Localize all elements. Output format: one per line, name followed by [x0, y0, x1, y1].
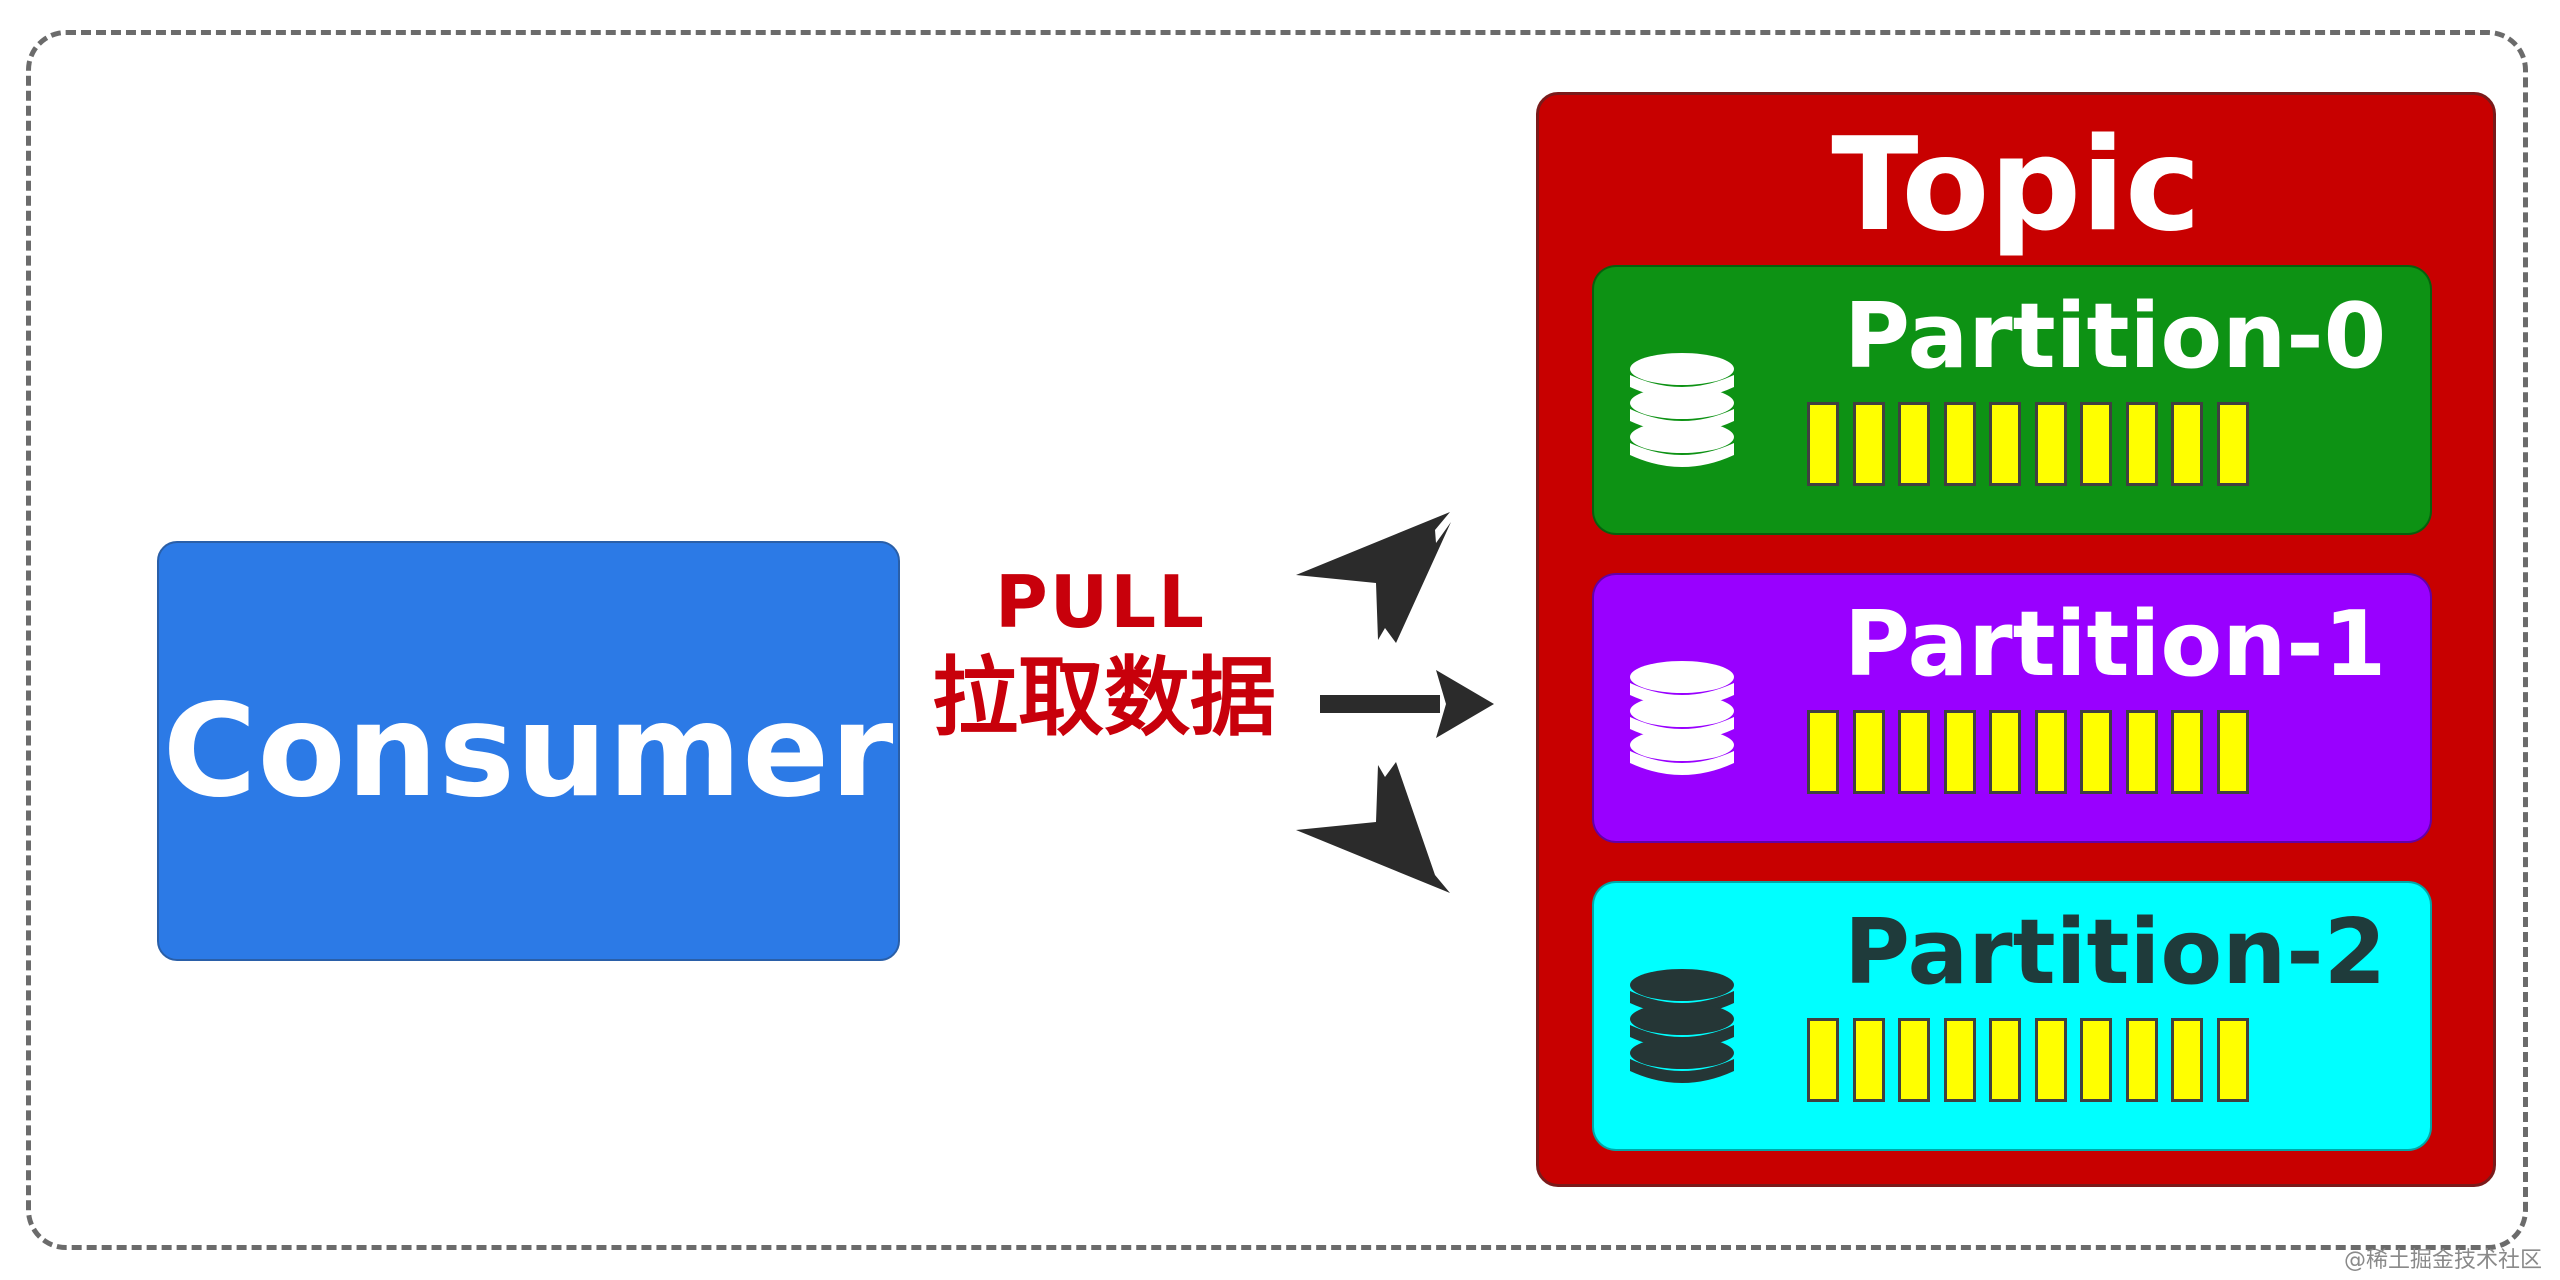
- database-disc-top: [1630, 1037, 1734, 1069]
- message-bar: [1852, 402, 1885, 486]
- pull-arrows: [1296, 512, 1494, 893]
- message-bar: [1807, 1018, 1839, 1102]
- dashed-boundary: [26, 30, 2528, 1250]
- message-bar: [1943, 402, 1976, 486]
- pull-label: PULL: [995, 560, 1206, 644]
- topic-title: Topic: [1831, 111, 2201, 260]
- message-bar: [2171, 1018, 2203, 1102]
- message-bar: [1898, 1018, 1930, 1102]
- database-disc-body: [1630, 443, 1734, 467]
- database-disc-body: [1630, 751, 1734, 775]
- arrow-right-icon: [1320, 670, 1494, 738]
- message-bar: [1989, 710, 2021, 794]
- message-bar: [2171, 710, 2203, 794]
- message-bar: [2125, 710, 2158, 794]
- message-bar: [1943, 710, 1976, 794]
- message-bar: [2080, 1018, 2112, 1102]
- database-icon: [1630, 353, 1734, 467]
- database-disc-top: [1630, 353, 1734, 385]
- message-bar: [2034, 402, 2067, 486]
- message-bar: [2034, 710, 2067, 794]
- partition-0-label: Partition-0: [1844, 284, 2387, 389]
- message-bar: [1898, 710, 1930, 794]
- message-bar: [1989, 1018, 2021, 1102]
- database-disc-top: [1630, 729, 1734, 761]
- message-bar: [1807, 402, 1839, 486]
- message-bar: [1852, 1018, 1885, 1102]
- arrow-up-right-icon: [1296, 512, 1451, 643]
- consumer-box: Consumer: [157, 541, 900, 961]
- database-disc-top: [1630, 421, 1734, 453]
- watermark: @稀土掘金技术社区: [2343, 1248, 2542, 1273]
- database-disc-top: [1630, 1003, 1734, 1035]
- database-disc-top: [1630, 695, 1734, 727]
- database-icon: [1630, 661, 1734, 775]
- database-disc-top: [1630, 387, 1734, 419]
- message-bar: [1989, 402, 2021, 486]
- message-bar: [1898, 402, 1930, 486]
- database-disc-body: [1630, 1059, 1734, 1083]
- database-disc-top: [1630, 969, 1734, 1001]
- message-bar: [2216, 402, 2249, 486]
- database-icon: [1630, 969, 1734, 1083]
- database-disc-top: [1630, 661, 1734, 693]
- partition-1-label: Partition-1: [1844, 592, 2387, 697]
- partition-2-label: Partition-2: [1844, 900, 2387, 1005]
- partition-2: Partition-2: [1592, 881, 2432, 1151]
- message-bar: [2034, 1018, 2067, 1102]
- topic-box: Topic Partition-0 Partition-1 Partition-…: [1536, 92, 2496, 1187]
- message-bar: [2125, 1018, 2158, 1102]
- partition-0: Partition-0: [1592, 265, 2432, 535]
- pull-label-zh: 拉取数据: [932, 648, 1276, 748]
- message-bar: [2125, 402, 2158, 486]
- message-bar: [2216, 710, 2249, 794]
- message-bar: [1943, 1018, 1976, 1102]
- message-bar: [2171, 402, 2203, 486]
- arrow-down-right-icon: [1296, 762, 1450, 893]
- message-bar: [2080, 710, 2112, 794]
- consumer-label: Consumer: [162, 676, 895, 826]
- message-bar: [2080, 402, 2112, 486]
- message-bar: [1807, 710, 1839, 794]
- message-bar: [2216, 1018, 2249, 1102]
- message-bar: [1852, 710, 1885, 794]
- partition-1: Partition-1: [1592, 573, 2432, 843]
